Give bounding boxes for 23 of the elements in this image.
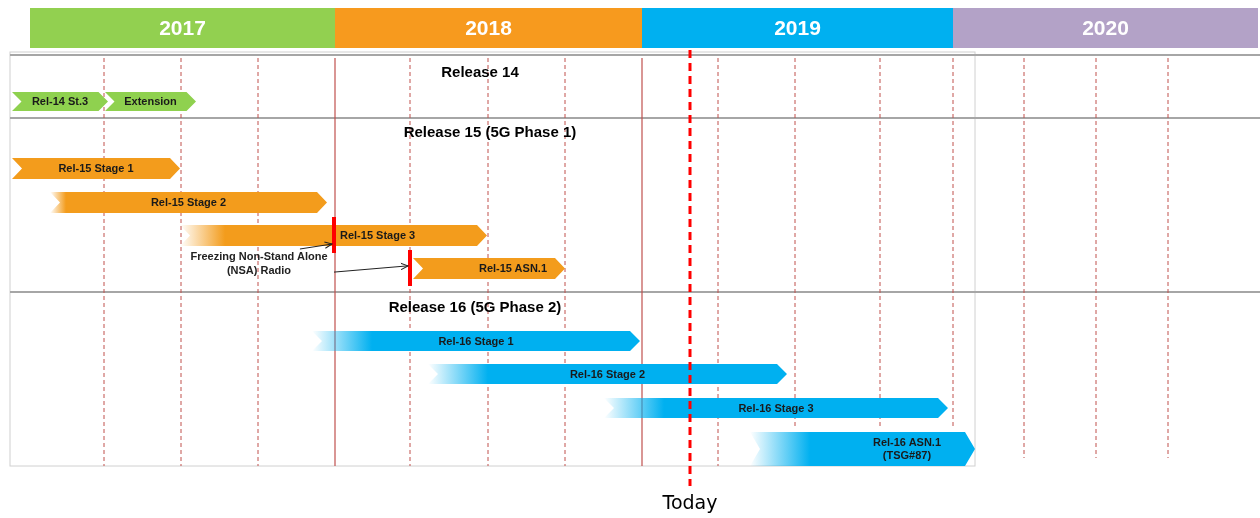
stage-bar: Rel-15 Stage 3 [180, 225, 487, 246]
stage-bar: Rel-15 Stage 1 [12, 158, 180, 179]
year-header: 2020 [953, 8, 1258, 48]
stage-bar: Rel-16 ASN.1 (TSG#87) [750, 432, 975, 466]
stage-bar: Extension [105, 92, 196, 111]
pointer-arrow [299, 241, 333, 250]
section-title: Release 16 (5G Phase 2) [387, 297, 563, 317]
today-label: Today [661, 490, 719, 514]
year-header: 2018 [335, 8, 642, 48]
pointer-arrow [333, 262, 409, 273]
section-title: Release 14 [440, 62, 520, 82]
stage-bar: Rel-16 Stage 3 [604, 398, 948, 418]
stage-bar: Rel-16 Stage 1 [312, 331, 640, 351]
section-title: Release 15 (5G Phase 1) [402, 122, 578, 142]
annotation-text: Freezing Non-Stand Alone (NSA) Radio [184, 249, 334, 291]
stage-bar: Rel-15 ASN.1 [413, 258, 565, 279]
stage-bar: Rel-14 St.3 [12, 92, 108, 111]
year-header: 2017 [30, 8, 335, 48]
freeze-marker [408, 250, 412, 286]
year-header: 2019 [642, 8, 953, 48]
freeze-marker [332, 217, 336, 253]
stage-bar: Rel-15 Stage 2 [50, 192, 327, 213]
stage-bar: Rel-16 Stage 2 [428, 364, 787, 384]
